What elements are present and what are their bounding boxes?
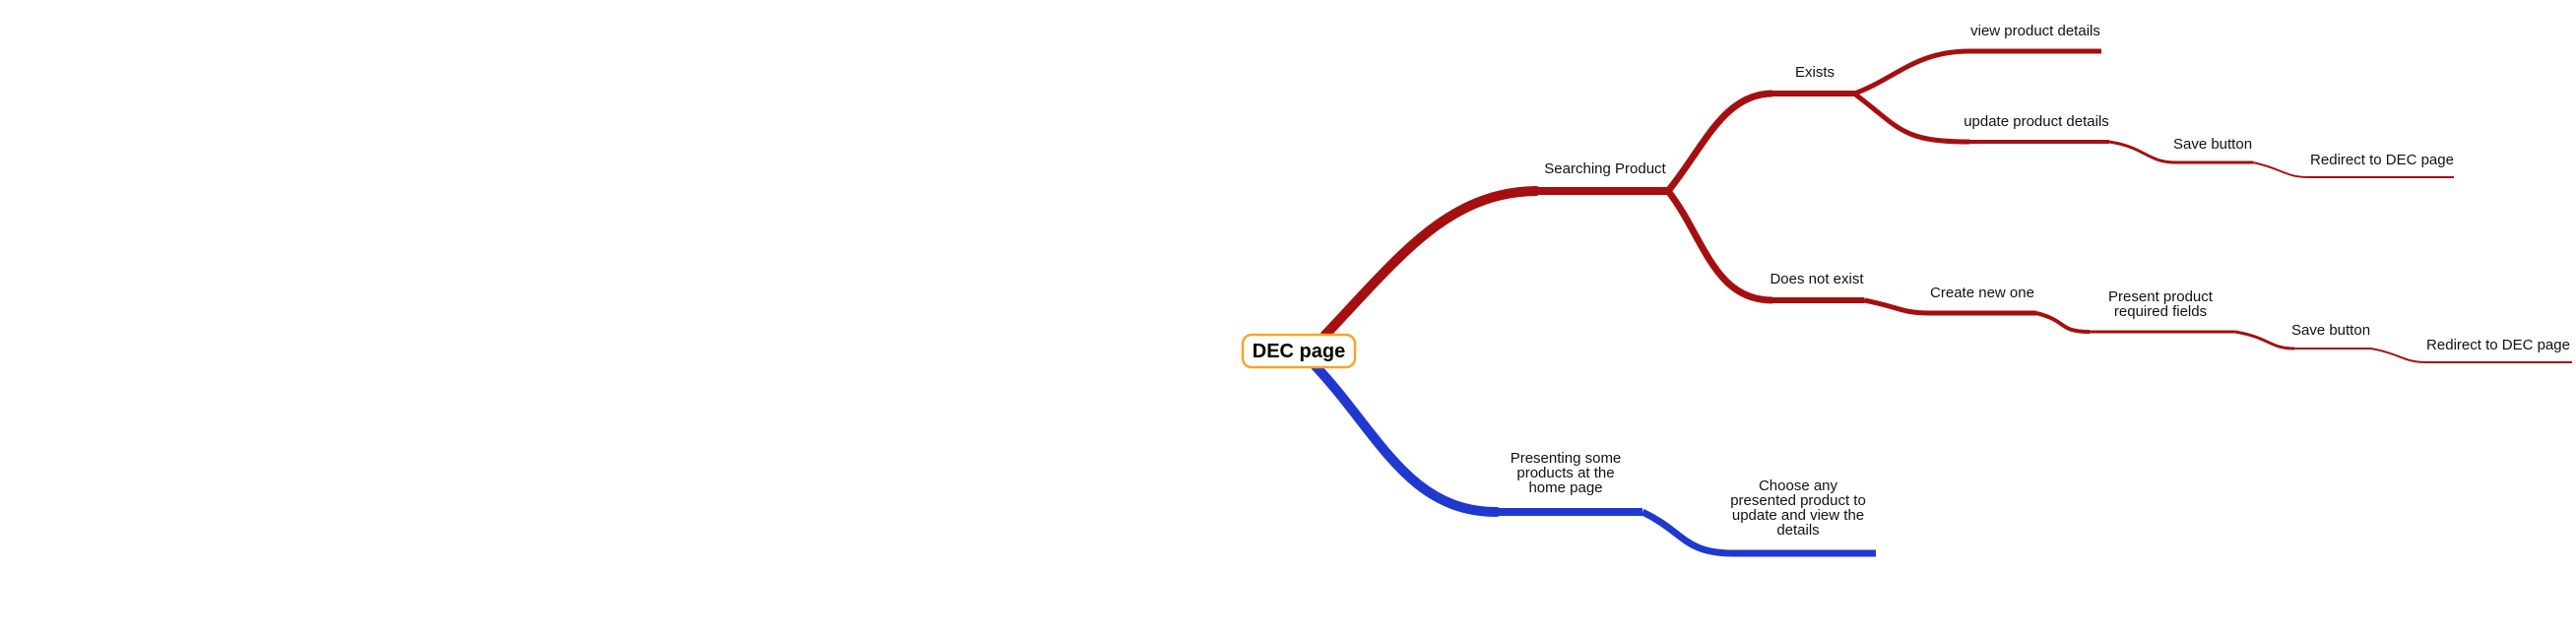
node-label-line: Presenting some — [1511, 450, 1622, 467]
branch-update-to-save-1 — [2108, 140, 2177, 164]
branch-present-to-save-2 — [2234, 330, 2295, 350]
node-label-line: Exists — [1795, 64, 1835, 81]
node-label-line: Does not exist — [1770, 271, 1864, 287]
node-create-new-one[interactable]: Create new one — [1930, 285, 2034, 301]
branch-save-1-to-redirect-1 — [2252, 161, 2310, 178]
branch-exists-to-view — [1853, 48, 1970, 96]
node-does-not-exist[interactable]: Does not exist — [1770, 271, 1864, 287]
node-redirect-to-dec-page-1[interactable]: Redirect to DEC page — [2310, 152, 2454, 168]
node-searching-product[interactable]: Searching Product — [1544, 160, 1666, 177]
node-save-button-2[interactable]: Save button — [2291, 322, 2370, 339]
node-label-line: Save button — [2173, 136, 2252, 153]
node-label-line: Searching Product — [1544, 160, 1666, 177]
node-exists[interactable]: Exists — [1795, 64, 1835, 81]
branch-root-to-presenting — [1311, 361, 1502, 517]
node-label-line: home page — [1528, 479, 1602, 496]
root-node[interactable]: DEC page — [1241, 333, 1357, 369]
branch-searching-to-exists — [1665, 90, 1773, 194]
node-label-line: Create new one — [1930, 285, 2034, 301]
node-label-line: Choose any — [1759, 477, 1838, 494]
branch-exists-to-update — [1852, 91, 1970, 145]
branch-save-2-to-redirect-2 — [2370, 348, 2428, 363]
branch-root-to-searching-product — [1320, 186, 1541, 340]
branch-does-not-exist-to-create — [1863, 297, 1931, 316]
branch-presenting-to-choose — [1641, 508, 1734, 557]
root-node-box — [1241, 333, 1357, 369]
node-label-line: presented product to — [1730, 492, 1866, 509]
node-label-line: Redirect to DEC page — [2310, 152, 2454, 168]
node-labels: Searching Product Exists view product de… — [1511, 23, 2570, 539]
node-save-button-1[interactable]: Save button — [2173, 136, 2252, 153]
branch-searching-to-does-not-exist — [1665, 188, 1773, 304]
node-label-line: view product details — [1970, 23, 2100, 39]
node-label-line: Save button — [2291, 322, 2370, 339]
node-label-line: update product details — [1964, 113, 2109, 130]
branch-create-to-present — [2035, 311, 2091, 334]
node-label-line: update and view the — [1732, 507, 1864, 524]
node-redirect-to-dec-page-2[interactable]: Redirect to DEC page — [2426, 337, 2570, 353]
root-node-label: DEC page — [1253, 341, 1345, 362]
node-label-line: products at the — [1516, 465, 1614, 481]
node-label-line: required fields — [2114, 303, 2207, 320]
node-view-product-details[interactable]: view product details — [1970, 23, 2100, 39]
branch-connectors — [1311, 48, 2572, 557]
node-label-line: Present product — [2108, 288, 2214, 305]
node-label-line: details — [1776, 522, 1819, 539]
node-update-product-details[interactable]: update product details — [1964, 113, 2109, 130]
node-label-line: Redirect to DEC page — [2426, 337, 2570, 353]
